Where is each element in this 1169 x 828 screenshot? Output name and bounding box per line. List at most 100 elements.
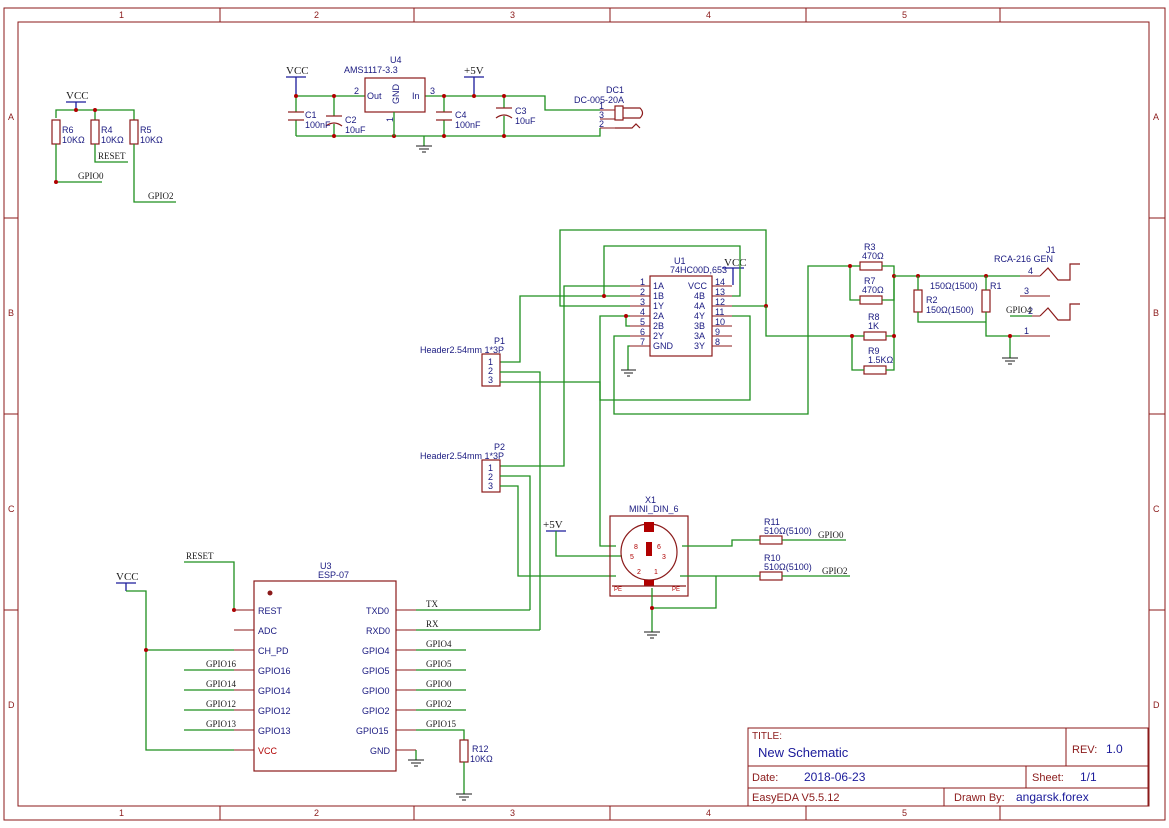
esp-block: RESET VCC U3 ESP-07 REST ADC CH_PD GPIO1… (116, 551, 540, 801)
capacitor-c3[interactable] (495, 107, 513, 119)
dc1-value: DC-005-20A (574, 95, 624, 105)
resistor-r9[interactable] (863, 365, 887, 375)
net-gpio2-pullup: GPIO2 (148, 191, 174, 201)
drawn-by-value: angarsk.forex (1016, 790, 1089, 804)
j1-pin4: 4 (1028, 266, 1033, 276)
u3-pin-gpio0: GPIO0 (362, 686, 390, 696)
resistor-r11[interactable] (759, 535, 783, 545)
r10-ref: R10 (764, 553, 781, 563)
x1-value: MINI_DIN_6 (629, 504, 679, 514)
u3-value: ESP-07 (318, 570, 349, 580)
resistor-r6[interactable] (51, 119, 61, 145)
u1-ref: U1 (674, 256, 686, 266)
x1-pin1: 1 (654, 569, 658, 576)
net-gpio2: GPIO2 (426, 699, 452, 709)
x1-ref: X1 (645, 495, 656, 505)
ground-symbol-din (644, 631, 660, 639)
resistor-r7[interactable] (859, 295, 883, 305)
grid-row-d-left: D (8, 700, 15, 710)
net-gpio0: GPIO0 (426, 679, 452, 689)
net-gpio15: GPIO15 (426, 719, 457, 729)
u1-pin-11-no: 11 (715, 307, 724, 317)
ground-symbol-u1 (621, 369, 636, 377)
u1-pin-2b: 2B (653, 321, 664, 331)
u1-pin-3-no: 3 (640, 297, 645, 307)
j1-ref: J1 (1046, 245, 1056, 255)
resistor-r1[interactable] (981, 289, 991, 313)
connector-x1[interactable] (609, 515, 689, 597)
resistor-r8[interactable] (863, 331, 887, 341)
u1-pin-1b: 1B (653, 291, 664, 301)
capacitor-c2[interactable] (325, 115, 343, 127)
u1-pin-2-no: 2 (640, 287, 645, 297)
u4-gnd-pin: GND (391, 84, 401, 105)
title-block: TITLE: New Schematic REV: 1.0 Date: 2018… (747, 727, 1149, 807)
vcc-label-u1: VCC (724, 257, 747, 269)
r1-value: 150Ω(1500) (930, 281, 978, 291)
net-gpio16: GPIO16 (206, 659, 237, 669)
c4-ref: C4 (455, 110, 467, 120)
u1-pin-14-no: 14 (715, 277, 725, 287)
resistor-r3[interactable] (859, 261, 883, 271)
r1-ref: R1 (990, 281, 1002, 291)
dc1-pin3: 3 (599, 110, 604, 120)
capacitor-c4[interactable] (436, 111, 452, 121)
grid-col-3-top: 3 (510, 10, 515, 20)
u3-pin-gpio5: GPIO5 (362, 666, 390, 676)
resistor-r12[interactable] (459, 739, 469, 763)
module-u3[interactable] (253, 580, 397, 772)
rca-jack-j1[interactable] (1020, 263, 1080, 337)
p2-pin3: 3 (488, 481, 493, 491)
grid-row-b-left: B (8, 308, 14, 318)
x1-pin6: 6 (657, 544, 661, 551)
sheet-frame (3, 7, 1166, 821)
u1-pin-8-no: 8 (715, 337, 720, 347)
header-p1[interactable] (481, 353, 501, 387)
x1-pin8: 8 (634, 544, 638, 551)
x1-pin3: 3 (662, 554, 666, 561)
dc1-pin2: 2 (599, 119, 604, 129)
u4-out-pin: Out (367, 91, 382, 101)
net-gpio4-rca: GPIO4 (1006, 305, 1032, 315)
u1-pin-4y: 4Y (694, 311, 705, 321)
r9-ref: R9 (868, 346, 880, 356)
regulator-u4[interactable] (364, 77, 426, 113)
resistor-r4[interactable] (90, 119, 100, 145)
resistor-r2[interactable] (913, 289, 923, 313)
u1-pin-3a: 3A (694, 331, 705, 341)
plus5v-label-regulator: +5V (464, 65, 484, 77)
u1-pin-2y: 2Y (653, 331, 664, 341)
resistor-r10[interactable] (759, 571, 783, 581)
r2-ref: R2 (926, 295, 938, 305)
u1-pin-4b: 4B (694, 291, 705, 301)
u3-pin-gpio15: GPIO15 (356, 726, 389, 736)
sheet-value: 1/1 (1080, 770, 1097, 784)
dc1-pin1: 1 (599, 101, 604, 111)
r5-ref: R5 (140, 125, 152, 135)
date-label: Date: (752, 772, 778, 784)
u4-value: AMS1117-3.3 (344, 65, 398, 75)
net-gpio0-din: GPIO0 (818, 530, 844, 540)
dc-jack-dc1[interactable] (600, 105, 644, 129)
u3-pin-gpio13: GPIO13 (258, 726, 291, 736)
j1-pin2: 2 (1028, 306, 1033, 316)
mini-din-block: +5V X1 MINI_DIN_6 PE PE 8 6 5 3 2 1 (543, 495, 850, 639)
capacitor-c1[interactable] (288, 111, 304, 121)
u3-ref: U3 (320, 561, 332, 571)
grid-col-5-bottom: 5 (902, 808, 907, 818)
x1-pin5: 5 (630, 554, 634, 561)
u4-pin2: 2 (354, 86, 359, 96)
p1-value: Header2.54mm 1*3P (420, 345, 504, 355)
grid-col-1-top: 1 (119, 10, 124, 20)
resistor-r5[interactable] (129, 119, 139, 145)
logic-block: U1 74HC00D,653 VCC 1 2 3 4 5 6 7 1A 1B 1… (500, 229, 852, 467)
j1-pin3: 3 (1024, 286, 1029, 296)
u3-pin-rxd0: RXD0 (366, 626, 390, 636)
u1-left-pins: 1 2 3 4 5 6 7 1A 1B 1Y 2A 2B 2Y GND (630, 277, 674, 351)
net-gpio12: GPIO12 (206, 699, 236, 709)
p2-pin1: 1 (488, 463, 493, 473)
u1-value: 74HC00D,653 (670, 265, 727, 275)
p2-pin2: 2 (488, 472, 493, 482)
u3-pin-gpio4: GPIO4 (362, 646, 390, 656)
